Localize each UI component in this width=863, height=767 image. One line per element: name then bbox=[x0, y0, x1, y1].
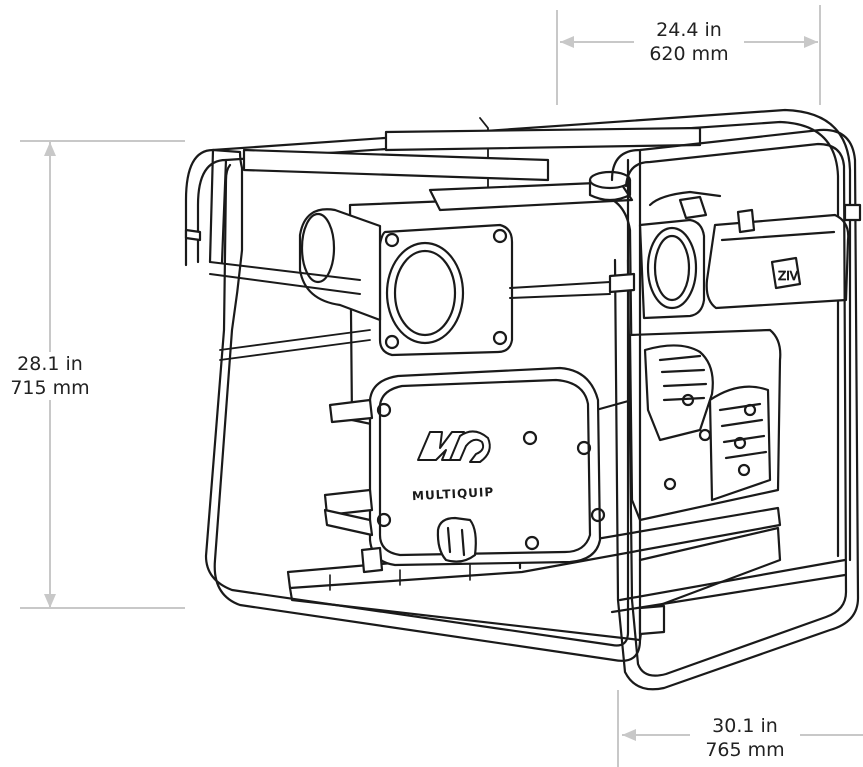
height-extension-top bbox=[20, 140, 185, 142]
height-imperial: 28.1 in bbox=[17, 353, 83, 375]
depth-label: 30.1 in 765 mm bbox=[690, 714, 800, 762]
engine: ZIV bbox=[628, 190, 850, 522]
frame-front bbox=[184, 128, 862, 691]
depth-extension-left bbox=[617, 690, 619, 767]
width-label: 24.4 in 620 mm bbox=[634, 18, 744, 66]
frame-rear bbox=[184, 108, 852, 562]
width-extension-right bbox=[819, 5, 821, 105]
width-extension-left bbox=[556, 10, 558, 105]
height-extension-bottom bbox=[20, 607, 185, 609]
volute-cover bbox=[323, 366, 606, 567]
depth-imperial: 30.1 in bbox=[712, 715, 778, 737]
mq-logo-mark bbox=[417, 430, 491, 463]
height-metric: 715 mm bbox=[10, 377, 90, 399]
width-metric: 620 mm bbox=[649, 43, 729, 65]
width-imperial: 24.4 in bbox=[656, 19, 722, 41]
svg-text:ZIV: ZIV bbox=[778, 269, 799, 283]
height-label: 28.1 in 715 mm bbox=[0, 352, 100, 400]
depth-metric: 765 mm bbox=[705, 739, 785, 761]
